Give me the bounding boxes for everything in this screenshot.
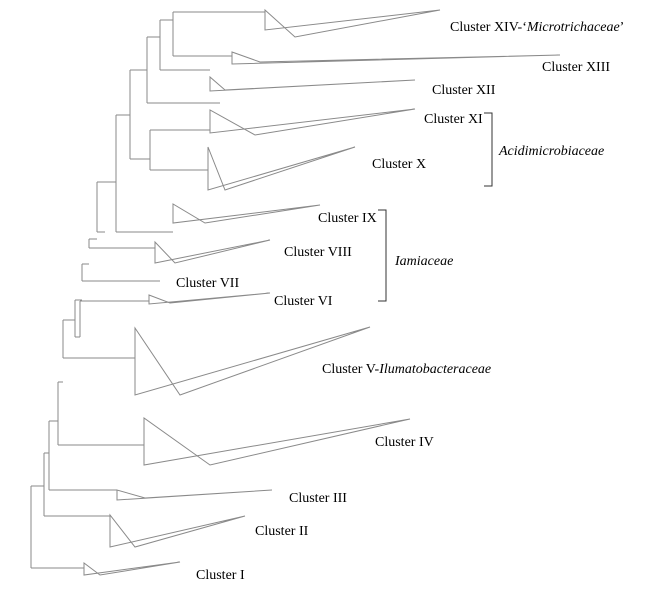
clade-cluster-ii bbox=[109, 513, 246, 548]
label-cluster-ii: Cluster II bbox=[255, 524, 309, 539]
branch-node-b bbox=[48, 420, 117, 491]
branch-node-j bbox=[115, 114, 173, 233]
label-cluster-iii: Cluster III bbox=[289, 491, 347, 506]
bracket-acidimicrobiaceae bbox=[484, 112, 493, 187]
branch-node-d bbox=[62, 319, 135, 359]
clade-cluster-xiv bbox=[264, 8, 441, 38]
label-cluster-xiii: Cluster XIII bbox=[542, 60, 610, 75]
clade-cluster-viii bbox=[154, 239, 271, 264]
label-cluster-x: Cluster X bbox=[372, 157, 426, 172]
label-cluster-vii: Cluster VII bbox=[176, 276, 239, 291]
branch-node-k bbox=[129, 69, 150, 160]
clade-cluster-i bbox=[83, 561, 181, 576]
branch-node-e bbox=[74, 299, 82, 338]
label-family-acidimicrobiaceae: Acidimicrobiaceae bbox=[498, 144, 604, 159]
label-cluster-vi: Cluster VI bbox=[274, 294, 333, 309]
clade-cluster-vi bbox=[148, 292, 271, 305]
clade-cluster-xii bbox=[209, 75, 416, 92]
label-cluster-xiv: Cluster XIV-‘Microtrichaceae’ bbox=[450, 20, 624, 35]
label-family-iamiaceae: Iamiaceae bbox=[394, 254, 453, 269]
clade-triangles bbox=[83, 8, 561, 576]
clade-cluster-v bbox=[134, 326, 371, 396]
branch-node-o bbox=[172, 11, 265, 57]
label-cluster-xii: Cluster XII bbox=[432, 83, 496, 98]
branch-node-f bbox=[79, 300, 149, 337]
clade-cluster-iv bbox=[143, 417, 411, 466]
branch-node-n bbox=[159, 19, 210, 71]
branch-root bbox=[30, 485, 84, 569]
label-cluster-viii: Cluster VIII bbox=[284, 245, 352, 260]
branch-node-i bbox=[96, 181, 116, 233]
clade-cluster-ix bbox=[172, 203, 321, 224]
clade-cluster-xiii bbox=[231, 51, 561, 65]
clade-cluster-iii bbox=[116, 489, 273, 501]
branch-node-m bbox=[146, 36, 220, 104]
label-cluster-ix: Cluster IX bbox=[318, 211, 377, 226]
branch-node-l bbox=[149, 129, 210, 171]
branch-node-g bbox=[81, 263, 160, 282]
label-cluster-iv: Cluster IV bbox=[375, 435, 434, 450]
clade-cluster-x bbox=[207, 146, 356, 191]
clade-cluster-xi bbox=[209, 108, 416, 136]
label-cluster-xi: Cluster XI bbox=[424, 112, 483, 127]
bracket-iamiaceae bbox=[378, 209, 387, 302]
tree-branches bbox=[30, 11, 265, 569]
branch-node-c bbox=[57, 381, 144, 446]
label-cluster-i: Cluster I bbox=[196, 568, 245, 583]
label-cluster-v: Cluster V-Ilumatobacteraceae bbox=[322, 362, 491, 377]
branch-node-a bbox=[43, 452, 110, 517]
branch-node-h bbox=[88, 238, 155, 249]
